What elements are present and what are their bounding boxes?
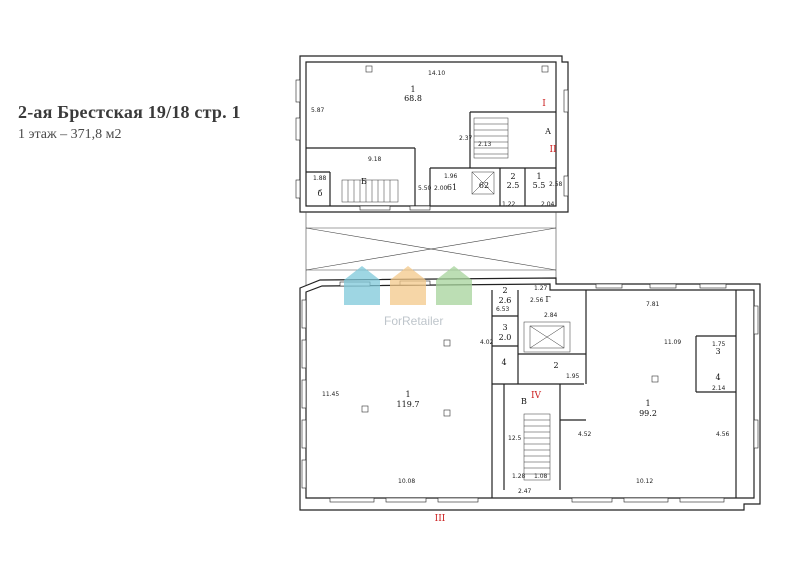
dimension: 12.5	[508, 435, 522, 442]
connector-area	[305, 212, 557, 285]
plan-heading: 2-ая Брестская 19/18 стр. 1 1 этаж – 371…	[18, 102, 241, 143]
dimension: 10.08	[398, 478, 415, 485]
room-letter: Б	[361, 177, 367, 186]
house-icon	[390, 266, 426, 305]
room-area: 68.8	[404, 94, 422, 103]
dimension: 2.56	[530, 297, 544, 304]
dimension: 11.45	[322, 391, 339, 398]
dimension: 1.27	[534, 285, 548, 292]
watermark-text: ForRetailer	[384, 314, 443, 328]
section-mark: I	[542, 99, 546, 109]
dimension: 1.28	[512, 473, 526, 480]
room-letter: А	[545, 127, 551, 136]
dimension: 11.09	[664, 339, 681, 346]
room-letter: 61	[447, 183, 457, 192]
room-number: 2	[510, 172, 515, 181]
room-letter: 4	[501, 358, 506, 367]
floor-area-subtitle: 1 этаж – 371,8 м2	[18, 127, 122, 142]
room-area: 5.5	[533, 181, 546, 190]
dimension: 1.88	[313, 175, 327, 182]
dimension: 2.47	[518, 488, 532, 495]
dimension: 2.14	[712, 385, 726, 392]
room-number: 2	[502, 286, 507, 295]
dimension: 4.02	[480, 339, 494, 346]
dimension: 2.58	[549, 181, 563, 188]
room-number: 1	[410, 85, 415, 94]
room-area: 2.0	[499, 333, 512, 342]
dimension: 1.75	[712, 341, 726, 348]
room-number: 1	[645, 399, 650, 408]
room-letter: 2	[553, 361, 558, 370]
room-letter: 62	[479, 181, 489, 190]
room-area: 2.5	[507, 181, 520, 190]
house-icon	[436, 266, 472, 305]
dimension: 2.00	[434, 185, 448, 192]
dimension: 2.84	[544, 312, 558, 319]
room-number: 1	[536, 172, 541, 181]
lower-block-walls	[299, 277, 761, 511]
room-letter: 3	[715, 347, 720, 356]
upper-block-walls	[299, 55, 569, 213]
dimension: 7.81	[646, 301, 660, 308]
dimension: 1.96	[444, 173, 458, 180]
room-letter: б	[318, 189, 323, 198]
dimension: 6.53	[496, 306, 510, 313]
dimension: 10.12	[636, 478, 653, 485]
house-icon	[344, 266, 380, 305]
room-area: 119.7	[397, 400, 420, 409]
room-letter: Г	[545, 295, 550, 304]
section-marks: I II III IV	[435, 99, 557, 524]
room-area: 2.6	[499, 296, 512, 305]
room-letter: 4	[715, 373, 720, 382]
dimension: 9.18	[368, 156, 382, 163]
section-mark: III	[435, 514, 446, 524]
dimension: 2.04	[541, 201, 555, 208]
room-number: 1	[405, 390, 410, 399]
room-labels: 1 68.8 1 119.7 1 99.2 1 5.5 2 2.5 2 2.6 …	[318, 85, 721, 418]
dimension: 4.56	[716, 431, 730, 438]
dimension: 5.50	[418, 185, 432, 192]
lower-stairs	[523, 321, 571, 481]
upper-windows	[295, 79, 569, 211]
dimension: 4.52	[578, 431, 592, 438]
section-mark: IV	[531, 391, 542, 401]
dimension: 1.08	[534, 473, 548, 480]
dimension: 2.37	[459, 135, 473, 142]
dimension-labels: 14.10 5.87 9.18 2.37 2.13 1.88 1.96 2.00…	[311, 70, 730, 495]
dimension: 14.10	[428, 70, 445, 77]
dimension: 2.13	[478, 141, 492, 148]
room-number: 3	[502, 323, 507, 332]
columns	[361, 65, 659, 417]
dimension: 5.87	[311, 107, 325, 114]
room-letter: В	[521, 397, 527, 406]
dimension: 1.95	[566, 373, 580, 380]
watermark-logo: ForRetailer	[344, 266, 472, 328]
address-title: 2-ая Брестская 19/18 стр. 1	[18, 102, 241, 122]
dimension: 1.22	[502, 201, 516, 208]
upper-stairs	[341, 117, 509, 203]
room-area: 99.2	[639, 409, 657, 418]
section-mark: II	[549, 145, 557, 155]
